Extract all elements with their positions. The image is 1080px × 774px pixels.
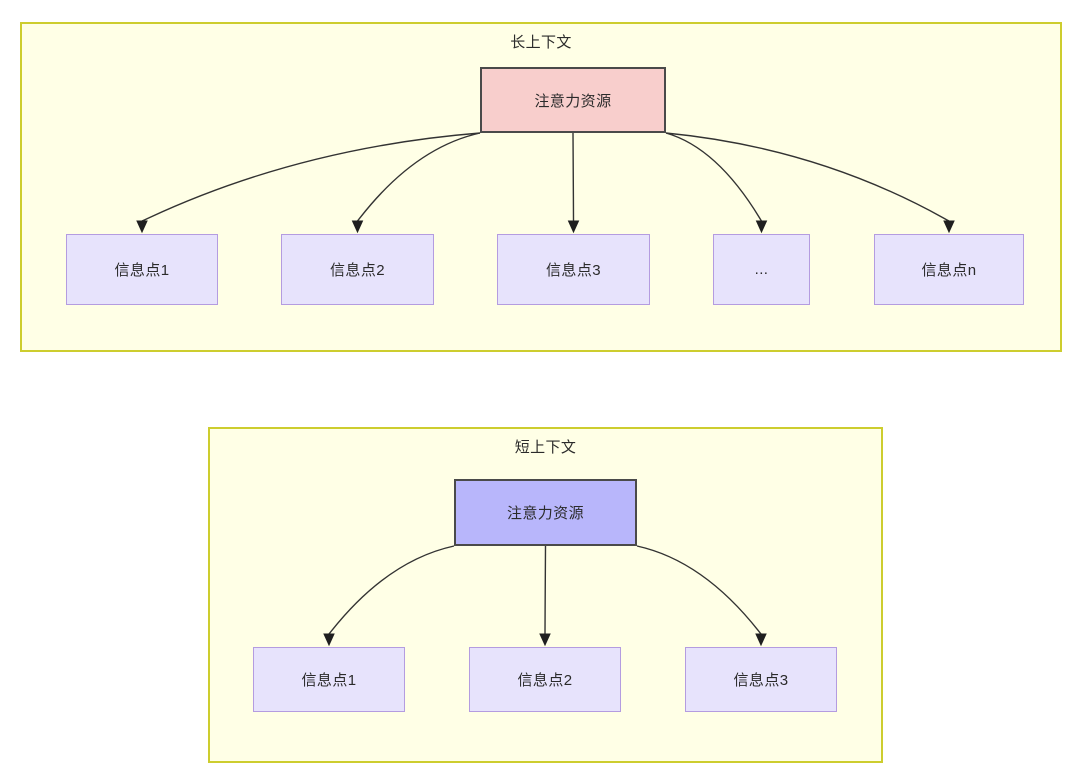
node-info-point-long-2[interactable]: 信息点2 xyxy=(281,234,434,305)
group-short-context-title: 短上下文 xyxy=(514,439,577,456)
group-long-context-title: 长上下文 xyxy=(510,34,572,51)
node-info-point-long-n[interactable]: 信息点n xyxy=(874,234,1024,305)
node-attention-resource-long[interactable]: 注意力资源 xyxy=(480,67,666,133)
node-info-point-short-1[interactable]: 信息点1 xyxy=(253,647,405,712)
node-attention-resource-short[interactable]: 注意力资源 xyxy=(454,479,637,546)
node-info-point-short-3[interactable]: 信息点3 xyxy=(685,647,837,712)
group-short-context[interactable] xyxy=(208,427,883,763)
node-info-point-short-2[interactable]: 信息点2 xyxy=(469,647,621,712)
node-info-point-long-ellipsis[interactable]: ... xyxy=(713,234,810,305)
node-info-point-long-3[interactable]: 信息点3 xyxy=(497,234,650,305)
node-info-point-long-1[interactable]: 信息点1 xyxy=(66,234,218,305)
